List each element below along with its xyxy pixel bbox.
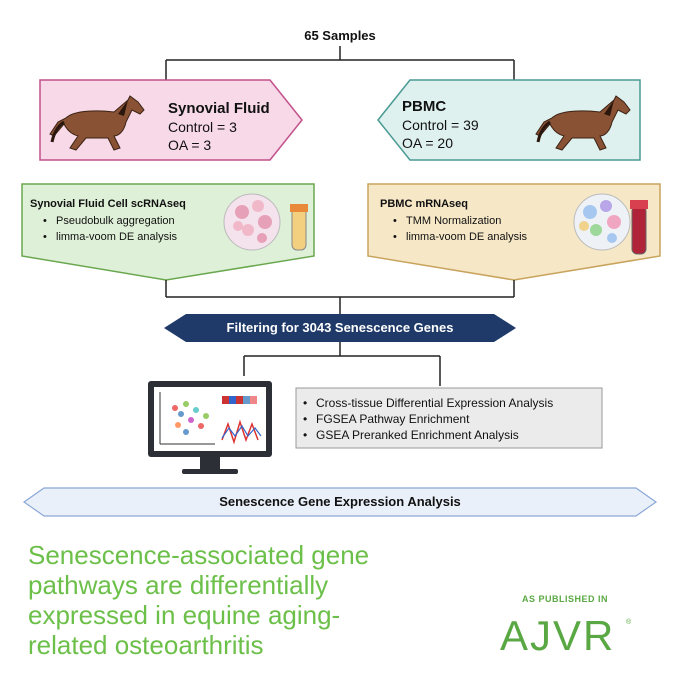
headline-text: Senescence-associated gene pathways are … — [28, 540, 370, 660]
list-item: limma-voom DE analysis — [38, 229, 218, 245]
tube-icon-left — [290, 204, 308, 251]
connector-top — [165, 46, 515, 80]
filter-banner-shape — [164, 314, 516, 342]
blood-tube-icon-right — [630, 200, 648, 255]
pbmc-sample-box — [377, 79, 641, 161]
journal-logo-text: AJVR — [500, 612, 615, 659]
synovial-sample-box — [39, 79, 303, 161]
horse-icon-left — [49, 95, 145, 151]
cell-dish-icon-right — [573, 193, 631, 251]
synovial-oa: OA = 3 — [168, 137, 212, 153]
connector-lower — [243, 342, 441, 386]
pbmc-oa: OA = 20 — [402, 135, 453, 151]
list-item: limma-voom DE analysis — [388, 229, 568, 245]
pbmc-control: Control = 39 — [402, 117, 479, 133]
list-item: TMM Normalization — [388, 213, 568, 229]
synovial-title: Synovial Fluid — [168, 100, 270, 117]
bottom-banner-label: Senescence Gene Expression Analysis — [219, 494, 461, 509]
pbmc-seq-title: PBMC mRNAseq — [380, 198, 469, 210]
published-caption: AS PUBLISHED IN — [522, 594, 609, 604]
top-label: 65 Samples — [304, 28, 376, 43]
list-item: Pseudobulk aggregation — [38, 213, 218, 229]
synovial-control: Control = 3 — [168, 119, 237, 135]
bottom-banner-shape — [22, 487, 658, 517]
pbmc-title: PBMC — [402, 98, 447, 115]
horse-icon-right — [535, 95, 631, 151]
cell-dish-icon-left — [223, 193, 281, 251]
filter-banner-label: Filtering for 3043 Senescence Genes — [226, 320, 454, 335]
analysis-list: Cross-tissue Differential Expression Ana… — [298, 395, 600, 443]
list-item: FGSEA Pathway Enrichment — [298, 411, 600, 427]
list-item: GSEA Preranked Enrichment Analysis — [298, 427, 600, 443]
pbmc-seq-list: TMM Normalization limma-voom DE analysis — [388, 213, 568, 245]
registered-mark-icon: ® — [626, 618, 632, 626]
connector-middle — [165, 280, 515, 314]
synovial-seq-list: Pseudobulk aggregation limma-voom DE ana… — [38, 213, 218, 245]
synovial-seq-title: Synovial Fluid Cell scRNAseq — [30, 198, 186, 210]
list-item: Cross-tissue Differential Expression Ana… — [298, 395, 600, 411]
monitor-icon — [148, 381, 272, 474]
